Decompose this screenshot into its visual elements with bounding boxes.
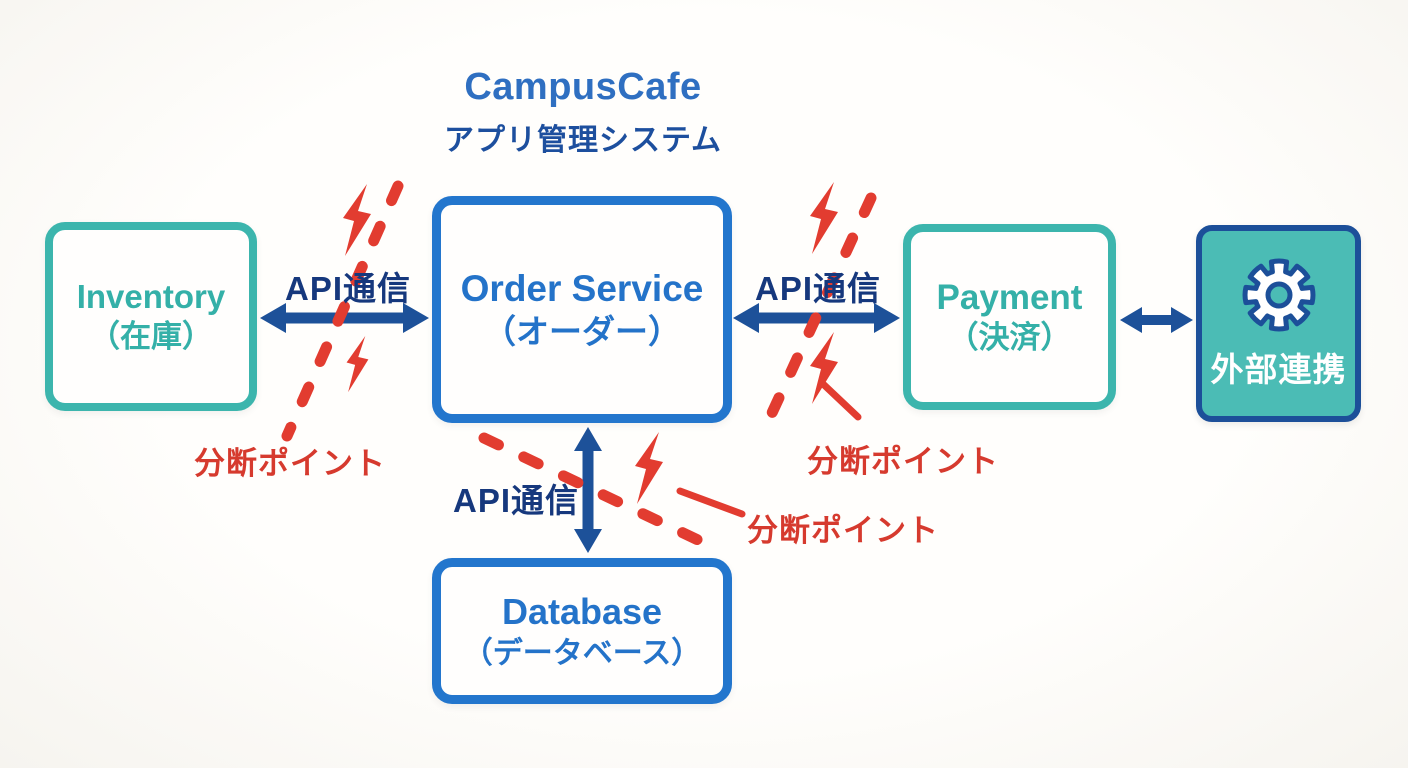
break-dash-line-bottom [478,432,704,546]
external-label: 外部連携 [1210,350,1347,388]
inventory-sub: （在庫） [89,318,213,354]
node-payment: Payment （決済） [903,224,1116,410]
breakpoint-pointer-right [818,379,862,421]
page-subtitle: アプリ管理システム [443,124,723,157]
gear-icon [1242,258,1315,331]
node-inventory: Inventory （在庫） [45,222,257,411]
lightning-icon [635,432,663,504]
break-dash-line-right [760,192,877,432]
breakpoint-pointer-bottom [676,487,746,518]
payment-name: Payment [936,278,1083,318]
lightning-icon [343,184,371,256]
payment-sub: （決済） [947,320,1072,356]
page-title-block: CampusCafe アプリ管理システム [444,66,722,159]
inventory-name: Inventory [76,277,226,315]
database-sub: （データベース） [462,636,702,670]
page-title: CampusCafe [464,66,702,108]
node-order-service: Order Service （オーダー） [432,196,732,423]
arrow-order-database [574,427,602,553]
lightning-icon [810,182,838,254]
node-external: 外部連携 [1196,225,1361,422]
lightning-icon [346,336,369,393]
break-dash-line-left [281,180,404,442]
order-service-sub: （オーダー） [483,312,681,350]
node-database: Database （データベース） [432,558,732,704]
api-label-order-payment: API通信 [754,270,882,307]
api-label-order-database: API通信 [452,482,580,519]
lightning-icon [810,332,838,404]
arrow-payment-external [1120,307,1193,333]
breakpoint-label-right: 分断ポイント [807,444,999,479]
breakpoint-label-bottom: 分断ポイント [747,513,939,548]
database-name: Database [501,591,663,633]
breakpoint-label-left: 分断ポイント [194,446,386,481]
order-service-name: Order Service [460,268,704,310]
api-label-inventory-order: API通信 [284,270,412,307]
